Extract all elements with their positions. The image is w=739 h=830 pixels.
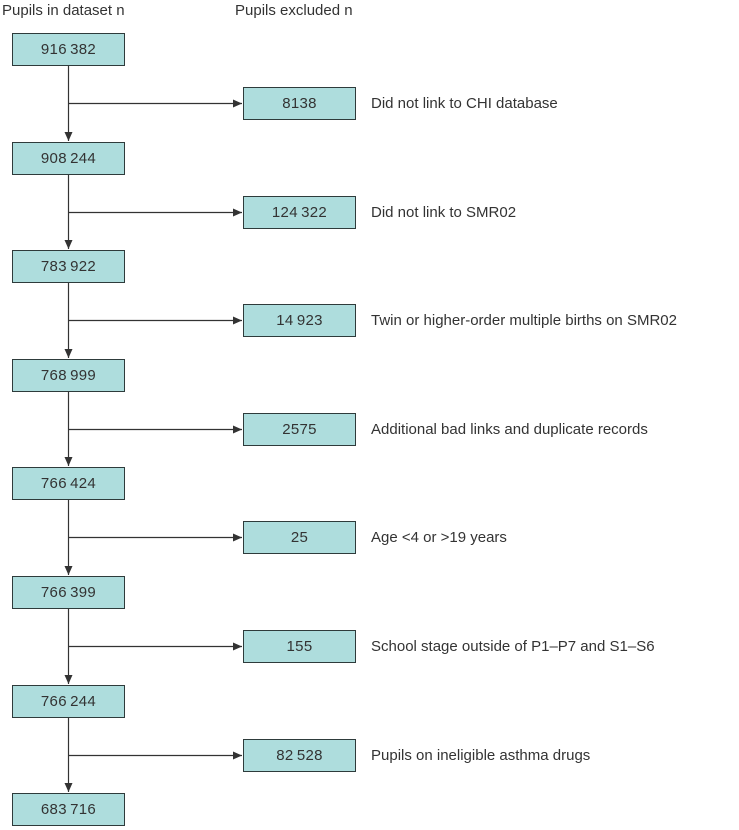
excluded-count-box: 14 923 <box>243 304 356 337</box>
dataset-count-box: 683 716 <box>12 793 125 826</box>
excluded-column-header: Pupils excluded n <box>235 2 353 19</box>
exclusion-reason: Did not link to CHI database <box>371 95 558 112</box>
excluded-count: 2575 <box>282 421 317 438</box>
dataset-count: 908 244 <box>40 150 97 167</box>
excluded-count-box: 124 322 <box>243 196 356 229</box>
dataset-count: 783 922 <box>40 258 97 275</box>
exclusion-reason: School stage outside of P1–P7 and S1–S6 <box>371 638 655 655</box>
dataset-count: 768 999 <box>40 367 97 384</box>
exclusion-reason: Pupils on ineligible asthma drugs <box>371 747 591 764</box>
dataset-count: 766 244 <box>40 693 97 710</box>
excluded-count-box: 2575 <box>243 413 356 446</box>
excluded-count-box: 25 <box>243 521 356 554</box>
dataset-count-box: 766 399 <box>12 576 125 609</box>
excluded-count: 82 528 <box>276 747 323 764</box>
excluded-count-box: 8138 <box>243 87 356 120</box>
dataset-count: 766 424 <box>40 475 97 492</box>
dataset-count-box: 908 244 <box>12 142 125 175</box>
dataset-count-box: 766 244 <box>12 685 125 718</box>
dataset-count: 766 399 <box>40 584 97 601</box>
dataset-count-box: 768 999 <box>12 359 125 392</box>
excluded-count: 124 322 <box>271 204 328 221</box>
dataset-column-header: Pupils in dataset n <box>2 2 125 19</box>
dataset-count-box: 766 424 <box>12 467 125 500</box>
dataset-count-box: 916 382 <box>12 33 125 66</box>
exclusion-reason: Age <4 or >19 years <box>371 529 507 546</box>
excluded-count: 25 <box>290 529 309 546</box>
excluded-count: 8138 <box>282 95 317 112</box>
dataset-count-box: 783 922 <box>12 250 125 283</box>
excluded-count-box: 82 528 <box>243 739 356 772</box>
excluded-count-box: 155 <box>243 630 356 663</box>
dataset-count: 916 382 <box>40 41 97 58</box>
dataset-count: 683 716 <box>40 801 97 818</box>
exclusion-reason: Twin or higher-order multiple births on … <box>371 312 677 329</box>
excluded-count: 14 923 <box>276 312 323 329</box>
exclusion-reason: Additional bad links and duplicate recor… <box>371 421 648 438</box>
excluded-count: 155 <box>286 638 313 655</box>
exclusion-reason: Did not link to SMR02 <box>371 204 517 221</box>
